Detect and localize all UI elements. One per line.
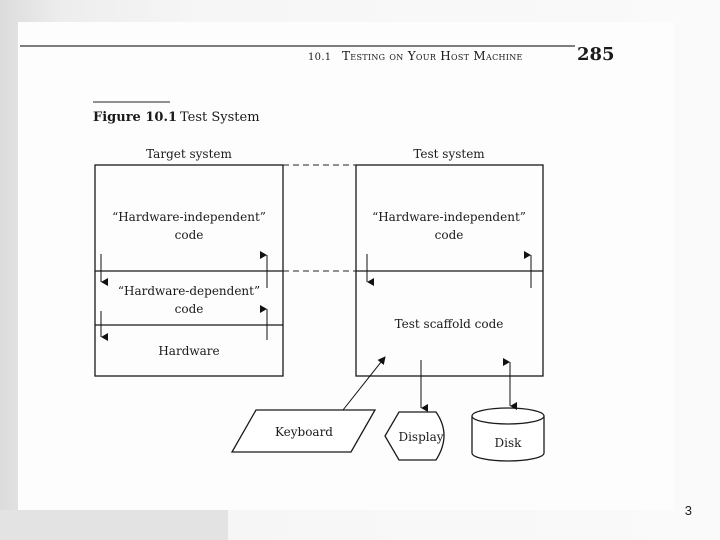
header-page-number: 285 xyxy=(577,44,615,65)
test-scaffold-label: Test scaffold code xyxy=(395,317,504,331)
target-independent-label-2: code xyxy=(175,228,204,242)
disk-top xyxy=(471,407,545,425)
disk-label: Disk xyxy=(495,436,523,450)
test-system-heading: Test system xyxy=(413,147,485,161)
display-shape xyxy=(384,411,445,461)
keyboard-label: Keyboard xyxy=(275,425,333,439)
bottom-band xyxy=(0,510,228,540)
slide-number: 3 xyxy=(684,503,692,518)
figure-label: Figure 10.1 xyxy=(93,110,177,125)
target-independent-label-1: “Hardware-independent” xyxy=(112,210,266,224)
disk-body xyxy=(471,416,545,462)
target-system-heading: Target system xyxy=(146,147,232,161)
test-independent-label-2: code xyxy=(435,228,464,242)
target-dependent-label-2: code xyxy=(175,302,204,316)
header-section-number: 10.1 xyxy=(308,52,331,63)
keyboard-shape xyxy=(230,409,377,453)
display-label: Display xyxy=(398,430,443,444)
target-hardware-label: Hardware xyxy=(158,344,219,358)
header-section-title: Testing on Your Host Machine xyxy=(342,49,523,63)
figure-title: Test System xyxy=(180,110,260,125)
target-dependent-label-1: “Hardware-dependent” xyxy=(118,284,260,298)
keyboard-arrow xyxy=(342,356,386,411)
test-independent-label-1: “Hardware-independent” xyxy=(372,210,526,224)
